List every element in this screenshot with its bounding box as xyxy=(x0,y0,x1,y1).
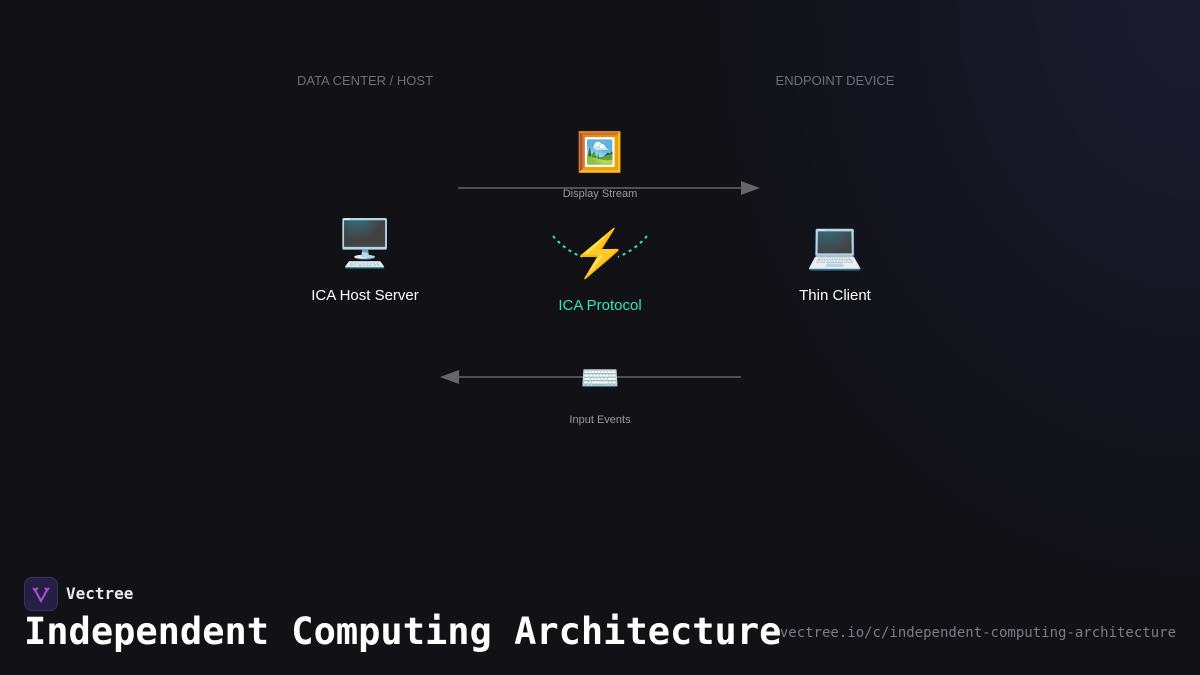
keyboard-icon: ⌨️ xyxy=(580,360,620,396)
thin-client-label: Thin Client xyxy=(799,287,871,304)
laptop-icon: 💻 xyxy=(806,219,864,271)
section-label-host: DATA CENTER / HOST xyxy=(296,73,434,88)
input-events-label: Input Events xyxy=(569,414,631,426)
display-stream-label: Display Stream xyxy=(562,188,638,200)
display-arrowhead xyxy=(741,181,760,195)
input-arrowhead xyxy=(440,370,459,384)
page-title: Independent Computing Architecture xyxy=(24,610,782,653)
brand-name: Vectree xyxy=(66,584,134,603)
section-label-endpoint: ENDPOINT DEVICE xyxy=(775,73,895,88)
desktop-computer-icon: 🖥️ xyxy=(336,217,394,269)
source-url: vectree.io/c/independent-computing-archi… xyxy=(779,625,1176,641)
ica-protocol-label: ICA Protocol xyxy=(558,297,642,314)
lightning-icon: ⚡ xyxy=(571,227,629,279)
host-server-label: ICA Host Server xyxy=(311,287,419,304)
image-icon: 🖼️ xyxy=(576,132,624,174)
vectree-logo xyxy=(24,577,58,611)
vectree-logo-icon xyxy=(32,587,50,604)
